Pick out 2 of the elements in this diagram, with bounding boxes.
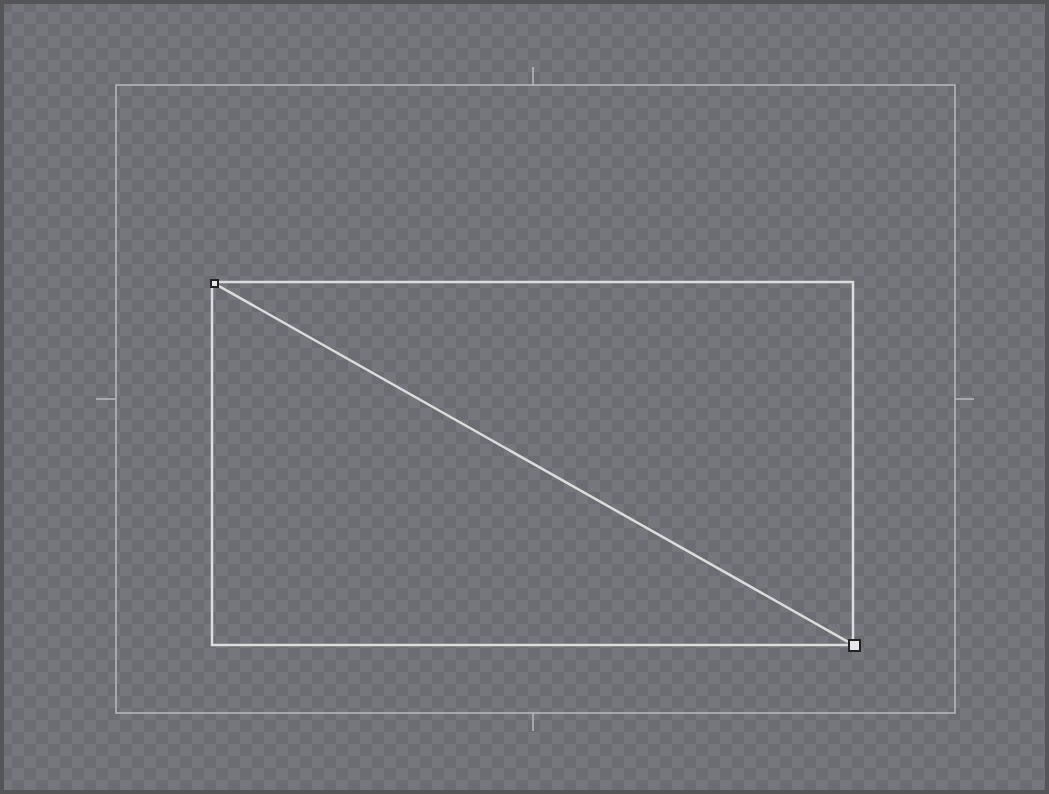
corner-handle xyxy=(210,279,219,288)
corner-handle xyxy=(848,639,861,652)
